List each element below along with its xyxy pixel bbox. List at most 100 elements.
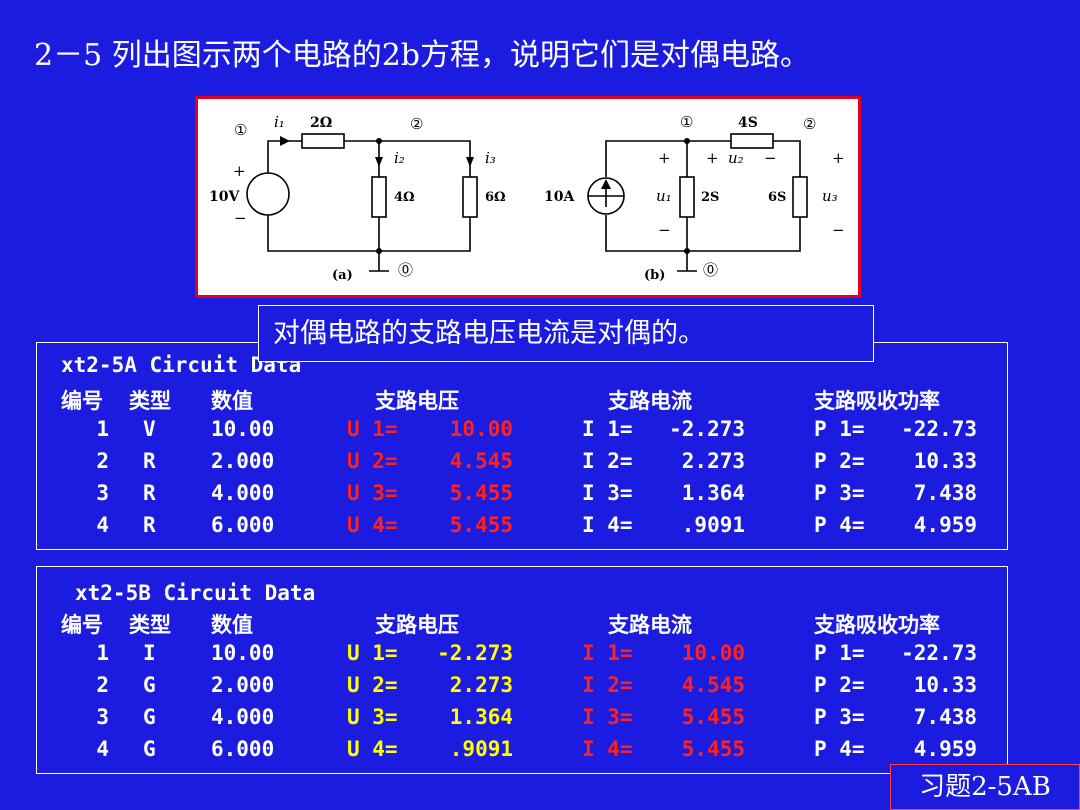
column-header: 类型 <box>129 613 171 637</box>
voltage-label: u₁ <box>656 187 672 205</box>
power-value: 4.959 <box>913 513 977 537</box>
circuit-figure: ① ② ⓪ i₁ 2Ω i₂ i₃ 4Ω 6Ω 10V + − (a) <box>195 96 861 298</box>
branch-value: 10.00 <box>211 641 275 665</box>
voltage-label: u₃ <box>822 187 838 205</box>
branch-number: 1 <box>96 641 109 665</box>
polarity-sign: + <box>832 149 845 167</box>
branch-number: 2 <box>96 449 109 473</box>
current-label: I 1= <box>582 641 633 665</box>
resistor-label: 4Ω <box>394 190 415 205</box>
node-dot <box>376 138 382 144</box>
current-value: 5.455 <box>681 737 745 761</box>
branch-number: 1 <box>96 417 109 441</box>
voltage-value: 5.455 <box>449 513 513 537</box>
power-value: 4.959 <box>913 737 977 761</box>
current-label: I 2= <box>582 449 633 473</box>
power-label: P 4= <box>814 737 865 761</box>
current-label: I 4= <box>582 513 633 537</box>
current-value: .9091 <box>681 513 745 537</box>
source-label: 10V <box>209 189 240 205</box>
branch-value: 6.000 <box>211 513 275 537</box>
polarity-sign: + <box>706 149 719 167</box>
power-label: P 1= <box>814 641 865 665</box>
current-value: 4.545 <box>681 673 745 697</box>
column-header: 类型 <box>129 389 171 413</box>
voltage-source-icon <box>246 172 290 216</box>
branch-value: 4.000 <box>211 481 275 505</box>
circuit-label: (b) <box>644 268 665 283</box>
circuit-diagram: ① ② ⓪ i₁ 2Ω i₂ i₃ 4Ω 6Ω 10V + − (a) <box>209 113 845 283</box>
current-arrow-icon <box>375 157 383 167</box>
current-arrow-icon <box>466 157 474 167</box>
polarity-sign: − <box>658 221 671 239</box>
current-label: i₁ <box>274 113 285 131</box>
callout-box: 对偶电路的支路电压电流是对偶的。 <box>258 305 874 362</box>
power-value: 10.33 <box>913 673 977 697</box>
conductance-label: 6S <box>768 190 786 205</box>
resistor-4ohm <box>371 176 387 218</box>
node-label: ① <box>234 121 247 139</box>
branch-value: 10.00 <box>211 417 275 441</box>
source-arrow-icon <box>601 179 611 189</box>
branch-type: R <box>143 481 156 505</box>
voltage-value: 10.00 <box>449 417 513 441</box>
circuit-data-panel-b: xt2-5B Circuit Data 编号类型数值支路电压支路电流支路吸收功率… <box>36 566 1008 774</box>
column-header: 支路吸收功率 <box>814 389 940 413</box>
column-header: 支路电流 <box>608 389 692 413</box>
power-value: -22.73 <box>901 641 977 665</box>
slide-title: 2－5 列出图示两个电路的2b方程，说明它们是对偶电路。 <box>34 38 811 73</box>
conductance-label: 4S <box>738 115 758 131</box>
current-label: I 3= <box>582 705 633 729</box>
power-label: P 1= <box>814 417 865 441</box>
conductance-label: 2S <box>701 190 719 205</box>
current-label: i₃ <box>485 149 496 167</box>
branch-type: G <box>143 737 156 761</box>
voltage-label: U 4= <box>347 737 398 761</box>
resistor-2ohm <box>301 133 345 149</box>
conductance-4s <box>730 133 774 149</box>
column-header: 支路电流 <box>608 613 692 637</box>
column-header: 编号 <box>61 389 103 413</box>
column-header: 支路电压 <box>375 389 459 413</box>
circuit-label: (a) <box>332 268 353 283</box>
voltage-label: U 3= <box>347 705 398 729</box>
voltage-label: U 3= <box>347 481 398 505</box>
node-dot <box>684 138 690 144</box>
voltage-value: 2.273 <box>449 673 513 697</box>
branch-type: I <box>143 641 156 665</box>
branch-type: R <box>143 513 156 537</box>
source-label: 10A <box>544 189 575 205</box>
resistor-6ohm <box>462 176 478 218</box>
power-value: -22.73 <box>901 417 977 441</box>
current-label: I 3= <box>582 481 633 505</box>
voltage-value: 1.364 <box>449 705 513 729</box>
node-label: ⓪ <box>703 261 718 279</box>
voltage-value: -2.273 <box>437 641 513 665</box>
power-label: P 3= <box>814 705 865 729</box>
current-value: 1.364 <box>681 481 745 505</box>
power-label: P 2= <box>814 449 865 473</box>
conductance-2s <box>679 176 695 218</box>
current-value: -2.273 <box>669 417 745 441</box>
voltage-value: 4.545 <box>449 449 513 473</box>
branch-number: 4 <box>96 737 109 761</box>
current-label: I 4= <box>582 737 633 761</box>
branch-value: 6.000 <box>211 737 275 761</box>
branch-type: G <box>143 705 156 729</box>
branch-number: 3 <box>96 705 109 729</box>
node-label: ② <box>410 115 423 133</box>
polarity-sign: + <box>658 149 671 167</box>
current-arrow-icon <box>280 136 290 146</box>
branch-number: 2 <box>96 673 109 697</box>
conductance-6s <box>792 176 808 218</box>
branch-number: 3 <box>96 481 109 505</box>
column-header: 数值 <box>211 389 253 413</box>
voltage-value: .9091 <box>449 737 513 761</box>
current-label: i₂ <box>394 149 405 167</box>
circuit-a-wires <box>267 140 471 272</box>
resistor-label: 2Ω <box>310 115 332 131</box>
power-label: P 4= <box>814 513 865 537</box>
resistor-label: 6Ω <box>485 190 506 205</box>
branch-type: R <box>143 449 156 473</box>
node-label: ⓪ <box>398 261 413 279</box>
